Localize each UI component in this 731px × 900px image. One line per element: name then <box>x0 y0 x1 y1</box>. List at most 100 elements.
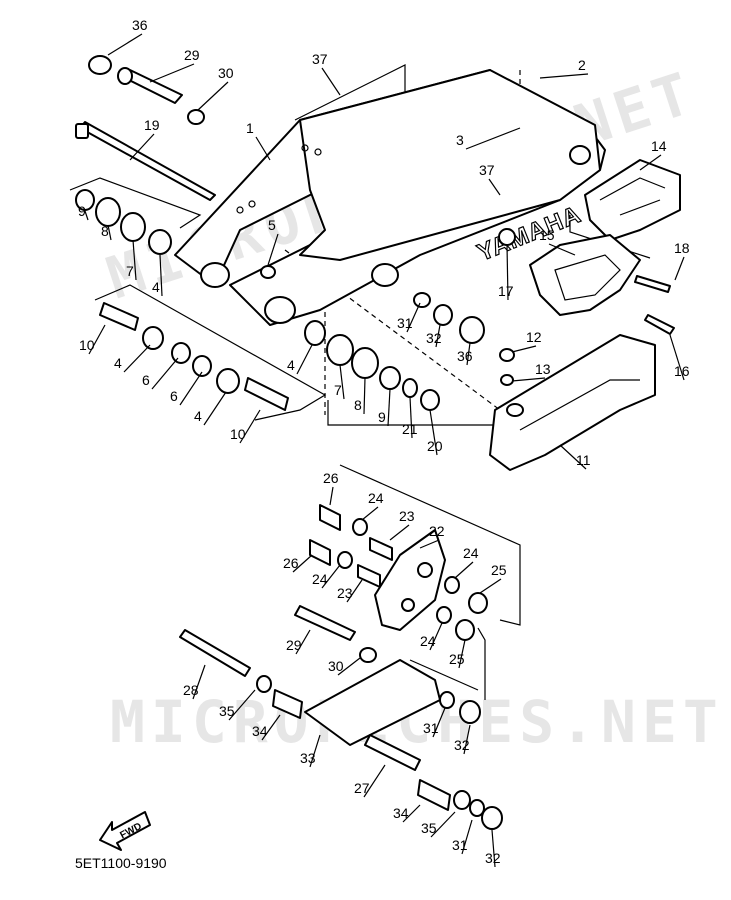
callout-leader-line <box>548 243 576 256</box>
callout-leader-line <box>429 409 438 456</box>
callout-leader-line <box>321 67 341 96</box>
callout-leader-line <box>228 689 256 721</box>
callout-leader-line <box>179 371 203 406</box>
chain-guide <box>584 159 681 241</box>
callout-leader-line <box>329 486 334 506</box>
callout-number: 34 <box>252 723 268 739</box>
reference-frames <box>69 64 651 700</box>
bearing-stack-lower <box>99 302 289 411</box>
callout-leader-line <box>488 178 501 196</box>
callout-number: 34 <box>393 805 409 821</box>
callout-number: 25 <box>449 651 465 667</box>
chain-support <box>489 334 656 471</box>
callout-number: 29 <box>286 637 302 653</box>
callout-number: 24 <box>312 571 328 587</box>
callout-number: 22 <box>429 523 445 539</box>
callout-leader-line <box>261 714 281 741</box>
callout-number: 24 <box>368 490 384 506</box>
callout-number: 32 <box>426 330 442 346</box>
callout-number: 16 <box>674 363 690 379</box>
callout-leader-line <box>511 377 546 382</box>
callout-leader-line <box>674 256 685 281</box>
fwd-arrow: FWD <box>99 811 151 851</box>
callout-number: 31 <box>397 315 413 331</box>
callout-leader-line <box>363 764 386 798</box>
callout-leader-line <box>88 324 106 355</box>
diagram-code: 5ET1100-9190 <box>75 855 167 871</box>
callout-leader-line <box>465 127 521 150</box>
callout-number: 13 <box>535 361 551 377</box>
callout-number: 10 <box>79 337 95 353</box>
callout-leader-line <box>432 707 446 738</box>
callout-leader-line <box>132 239 137 281</box>
callout-number: 14 <box>651 138 667 154</box>
callout-number: 3 <box>456 132 464 148</box>
callout-leader-line <box>491 829 496 868</box>
callout-number: 23 <box>399 508 415 524</box>
callout-leader-line <box>239 409 261 444</box>
callout-number: 7 <box>334 382 342 398</box>
callout-leader-line <box>339 364 345 400</box>
callout-leader-line <box>309 734 321 768</box>
callout-number: 28 <box>183 682 199 698</box>
callout-number: 20 <box>427 438 443 454</box>
callout-leader-line <box>192 664 206 700</box>
callout-leader-line <box>463 724 471 755</box>
callout-number: 7 <box>126 263 134 279</box>
callout-leader-line <box>267 233 279 266</box>
callout-leader-line <box>402 804 421 823</box>
callout-leader-line <box>107 224 112 241</box>
callout-leader-line <box>296 344 313 375</box>
callout-leader-line <box>430 811 456 838</box>
callout-number: 35 <box>421 820 437 836</box>
callout-number: 26 <box>283 555 299 571</box>
callout-number: 10 <box>230 426 246 442</box>
callout-number: 37 <box>479 162 495 178</box>
callout-leader-line <box>295 629 311 655</box>
callout-leader-line <box>479 578 502 594</box>
callout-leader-line <box>461 819 473 855</box>
callout-leader-line <box>506 244 509 301</box>
callout-number: 25 <box>491 562 507 578</box>
callout-number: 4 <box>114 355 122 371</box>
callout-leader-line <box>387 388 391 427</box>
callout-leader-line <box>435 324 441 348</box>
callout-number: 9 <box>378 409 386 425</box>
callout-leader-line <box>539 73 589 79</box>
callout-leader-line <box>83 207 89 221</box>
callout-number: 21 <box>402 421 418 437</box>
callout-leader-line <box>429 622 443 651</box>
callout-number: 23 <box>337 585 353 601</box>
callout-number: 4 <box>287 357 295 373</box>
callout-number: 17 <box>498 283 514 299</box>
callout-leader-line <box>255 136 271 161</box>
callout-number: 2 <box>578 57 586 73</box>
callout-number: 1 <box>246 120 254 136</box>
callout-number: 11 <box>576 452 591 468</box>
callout-number: 36 <box>457 348 473 364</box>
bearing-stack-right <box>304 228 675 411</box>
callout-number: 31 <box>452 837 468 853</box>
callout-leader-line <box>409 396 413 439</box>
callout-number: 12 <box>526 329 542 345</box>
callout-leader-line <box>197 81 229 111</box>
callout-number: 30 <box>328 658 344 674</box>
callout-leader-line <box>123 344 151 373</box>
callout-number: 19 <box>144 117 160 133</box>
callout-number: 18 <box>674 240 690 256</box>
callout-number: 31 <box>423 720 439 736</box>
callout-number: 9 <box>78 203 86 219</box>
callout-leader-line <box>346 579 363 603</box>
callout-leader-line <box>203 391 227 426</box>
callout-leader-line <box>149 63 195 83</box>
callout-number: 15 <box>539 227 555 243</box>
callout-leader-line <box>129 133 155 161</box>
callout-leader-line <box>559 444 587 470</box>
callout-number: 24 <box>463 545 479 561</box>
callout-number: 4 <box>194 408 202 424</box>
callout-number: 37 <box>312 51 328 67</box>
callout-leader-line <box>669 334 685 381</box>
callout-number: 27 <box>354 780 370 796</box>
